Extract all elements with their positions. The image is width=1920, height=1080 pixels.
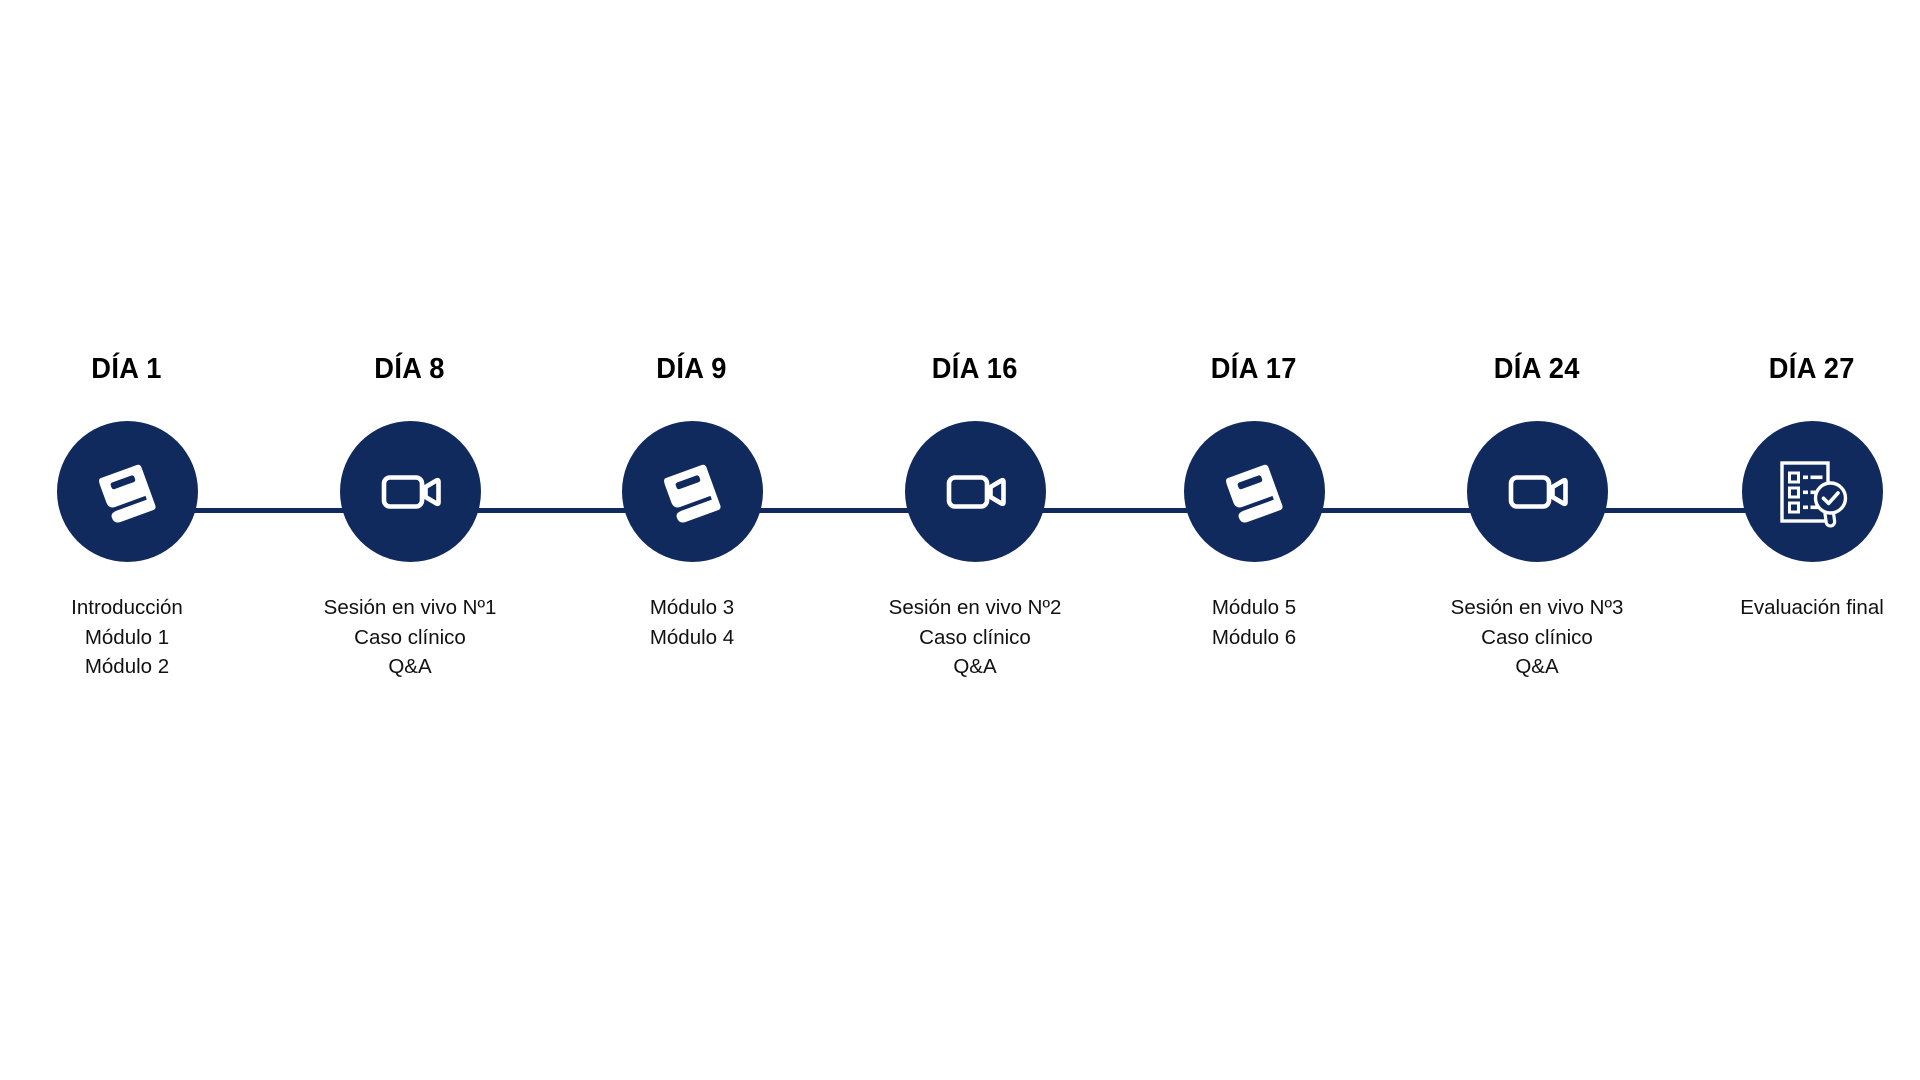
video-camera-icon bbox=[1508, 474, 1568, 509]
book-icon bbox=[99, 464, 156, 523]
day-label: DÍA 9 bbox=[656, 353, 728, 385]
video-camera-icon bbox=[381, 474, 441, 509]
timeline-node-description-line: Módulo 1 bbox=[84, 625, 170, 649]
timeline-node[interactable]: DÍA 9 Módulo 3 Módulo 4 bbox=[551, 355, 834, 652]
timeline-node-description: Módulo 3 Módulo 4 bbox=[650, 593, 734, 652]
timeline-node-description-line: Módulo 6 bbox=[1211, 625, 1297, 649]
day-label: DÍA 8 bbox=[374, 353, 446, 385]
timeline-node-description-line: Q&A bbox=[953, 655, 997, 678]
timeline-node-description-line: Módulo 3 bbox=[649, 596, 735, 619]
day-label: DÍA 24 bbox=[1493, 353, 1581, 385]
timeline-node[interactable]: DÍA 27 Evaluación final bbox=[1671, 355, 1920, 623]
day-label: DÍA 16 bbox=[931, 353, 1019, 385]
book-icon bbox=[664, 464, 721, 523]
book-icon bbox=[1226, 464, 1283, 523]
timeline-node-circle[interactable] bbox=[904, 421, 1046, 562]
timeline-node-circle[interactable] bbox=[56, 421, 198, 562]
timeline-node-description-line: Módulo 2 bbox=[84, 655, 170, 678]
timeline-node-description-line: Evaluación final bbox=[1740, 596, 1884, 619]
timeline-node-description-line: Caso clínico bbox=[919, 625, 1031, 649]
timeline-node-circle[interactable] bbox=[1466, 421, 1608, 562]
timeline-node-description-line: Q&A bbox=[388, 655, 432, 678]
checklist-magnifier-icon bbox=[1780, 460, 1848, 528]
timeline-node-description-line: Sesión en vivo Nº3 bbox=[1450, 596, 1624, 619]
timeline-node-description-line: Caso clínico bbox=[1481, 625, 1593, 649]
timeline-node-circle[interactable] bbox=[1741, 421, 1883, 562]
timeline-node-circle[interactable] bbox=[339, 421, 481, 562]
timeline-node-description-line: Módulo 4 bbox=[649, 625, 735, 649]
timeline-node-description-line: Introducción bbox=[71, 596, 183, 619]
day-label: DÍA 27 bbox=[1768, 353, 1856, 385]
timeline-node-description-line: Q&A bbox=[1515, 655, 1559, 678]
timeline-node-circle[interactable] bbox=[1183, 421, 1325, 562]
day-label: DÍA 17 bbox=[1210, 353, 1298, 385]
timeline-node-description-line: Sesión en vivo Nº1 bbox=[323, 596, 497, 619]
timeline-node-description-line: Sesión en vivo Nº2 bbox=[888, 596, 1062, 619]
timeline-node-description: Evaluación final bbox=[1740, 593, 1884, 623]
timeline-node[interactable]: DÍA 17 Módulo 5 Módulo 6 bbox=[1113, 355, 1396, 652]
timeline-node-circle[interactable] bbox=[621, 421, 763, 562]
video-camera-icon bbox=[946, 474, 1006, 509]
timeline-node-description-line: Módulo 5 bbox=[1211, 596, 1297, 619]
day-label: DÍA 1 bbox=[91, 353, 163, 385]
timeline-node-description: Módulo 5 Módulo 6 bbox=[1212, 593, 1296, 652]
timeline-node-description-line: Caso clínico bbox=[354, 625, 466, 649]
